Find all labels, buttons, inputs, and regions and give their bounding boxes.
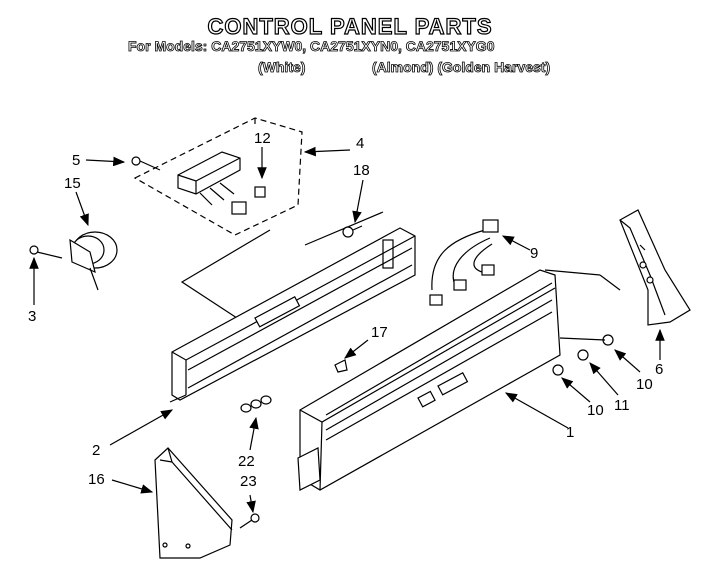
callout-10-lower: 10 [587,402,604,419]
screw-part-18 [342,225,363,238]
callout-17: 17 [371,324,388,341]
screw-part-23 [239,513,260,529]
callout-3: 3 [28,308,36,325]
callout-15: 15 [64,175,81,192]
screw-lead-10 [559,337,606,341]
callout-16: 16 [88,471,105,488]
color-others-label: (Almond) (Golden Harvest) [372,59,551,76]
console-bracket-part-2 [169,227,416,403]
callout-5: 5 [72,152,80,169]
screw-part-11 [577,349,589,361]
callout-11: 11 [614,397,630,414]
models-line: For Models: CA2751XYW0, CA2751XYN0, CA27… [128,38,495,55]
buttons-part-22 [240,395,272,413]
wire-harness-part-9 [429,219,499,306]
callout-leaders [29,146,665,514]
callout-12: 12 [254,130,271,147]
callout-1: 1 [566,424,574,441]
end-cap-part-16 [154,447,233,559]
callout-18: 18 [353,162,370,179]
callout-6: 6 [655,361,663,378]
page-title: CONTROL PANEL PARTS [207,13,493,39]
harness-outline [180,229,271,321]
callout-9: 9 [530,245,538,262]
callout-10-upper: 10 [636,376,653,393]
switch-box-dashed [133,117,303,236]
switch-block [177,151,266,215]
callout-22: 22 [238,453,255,470]
screw-part-10-lower [552,364,564,376]
color-white-label: (White) [258,59,306,76]
callout-4: 4 [356,135,364,152]
timer-motor-part-15 [69,231,118,291]
screw-part-3 [29,245,63,259]
callout-23: 23 [240,473,257,490]
screw-part-5 [131,156,161,171]
end-cap-lead [599,274,621,291]
end-cap-part-6 [619,209,691,326]
control-panel-part-1 [297,269,601,491]
clip-part-17 [334,359,348,373]
callout-2: 2 [92,442,100,459]
